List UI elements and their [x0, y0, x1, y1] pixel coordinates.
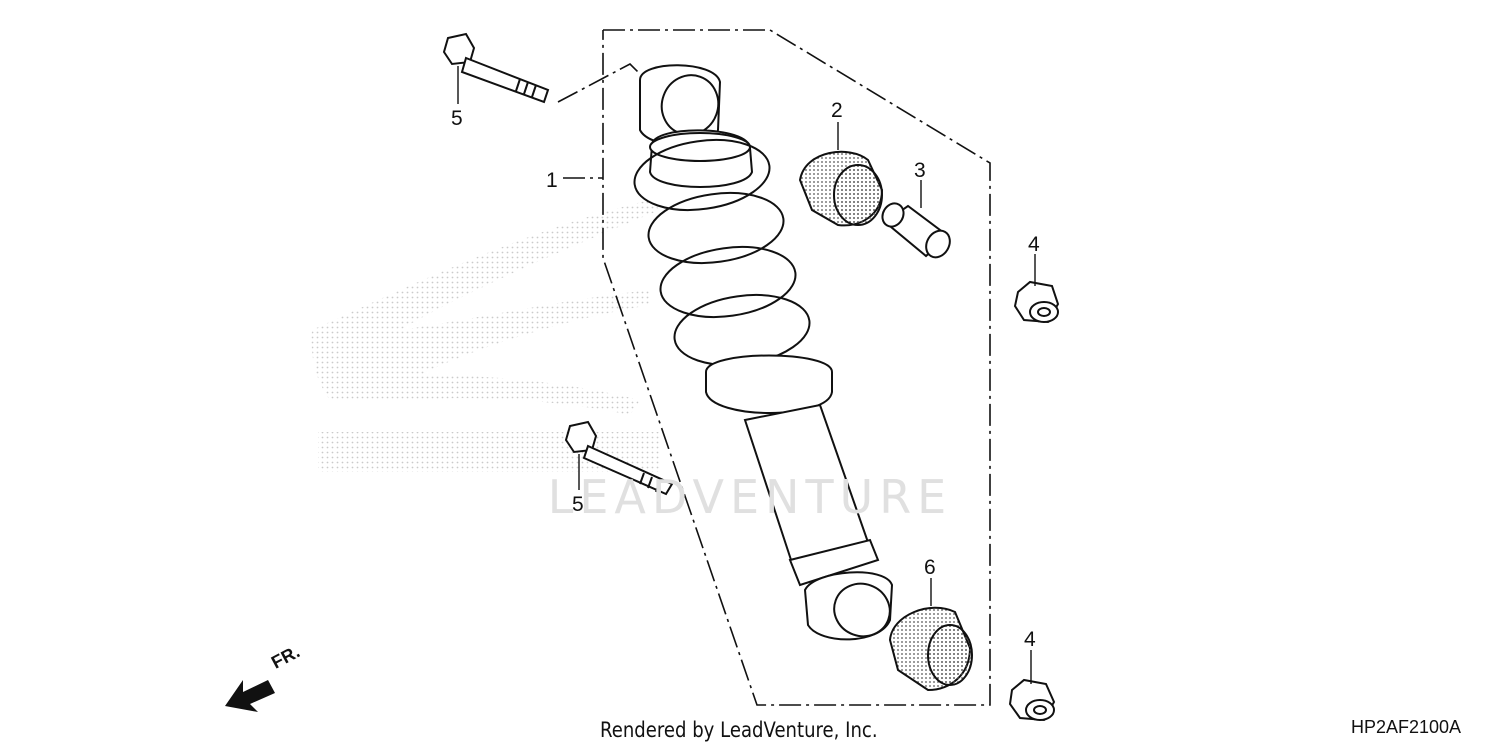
- upper-eye: [639, 64, 722, 146]
- callout-4-lower: 4: [1024, 628, 1036, 651]
- callout-2: 2: [831, 99, 843, 122]
- callout-6: 6: [924, 556, 936, 579]
- front-direction-arrow: [225, 680, 275, 712]
- honda-wing-watermark: [311, 200, 660, 472]
- callout-4-upper: 4: [1028, 233, 1040, 256]
- callout-5-upper: 5: [451, 107, 463, 130]
- flange-nut-upper: [1013, 280, 1060, 324]
- assembly-outline: [557, 29, 991, 706]
- lower-eye: [803, 571, 894, 641]
- flange-bolt-upper: [442, 32, 550, 104]
- bushing-upper: [798, 150, 884, 227]
- collar: [881, 202, 951, 259]
- diagram-code: HP2AF2100A: [1351, 717, 1462, 737]
- callout-1: 1: [546, 169, 558, 192]
- leader-lines: [457, 66, 1036, 684]
- bushing-lower: [888, 606, 973, 692]
- callout-5-lower: 5: [572, 493, 584, 516]
- flange-bolt-lower: [564, 420, 674, 496]
- shock-absorber: [633, 64, 894, 641]
- flange-nut-lower: [1008, 678, 1056, 722]
- leadventure-watermark-text: LEADVENTURE: [547, 470, 953, 524]
- footer-credit: Rendered by LeadVenture, Inc.: [600, 718, 878, 742]
- callout-3: 3: [914, 159, 926, 182]
